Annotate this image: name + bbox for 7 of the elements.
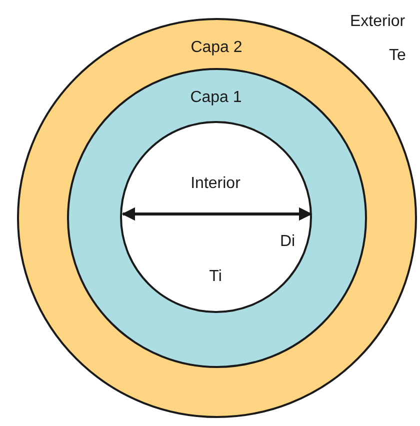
temperature-label: Ti: [209, 269, 222, 285]
temperature-label: Te: [389, 48, 406, 64]
region-label: Capa 2: [190, 40, 242, 56]
dimension-label: Di: [280, 234, 296, 250]
region-label: Capa 1: [190, 90, 242, 106]
region-label: Exterior: [350, 14, 406, 30]
region-label: Interior: [190, 176, 240, 192]
